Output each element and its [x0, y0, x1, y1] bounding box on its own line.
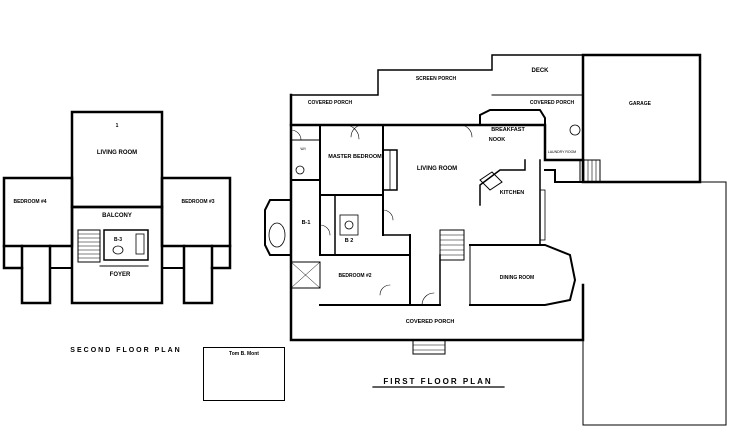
bath-b3-label: B-3	[114, 237, 122, 243]
laundry-label: LAUNDRY ROOM	[548, 150, 577, 154]
second-floor-living-room-label: LIVING ROOM	[97, 150, 137, 156]
balcony-label: BALCONY	[102, 213, 132, 219]
front-covered-porch-label: COVERED PORCH	[406, 319, 455, 325]
garage-label: GARAGE	[629, 101, 652, 107]
first-floor-title: FIRST FLOOR PLAN	[383, 377, 492, 386]
second-floor-walls	[2, 110, 232, 305]
second-floor-labels: 1 LIVING ROOM BEDROOM #4 BEDROOM #3 BALC…	[13, 123, 214, 278]
first-floor-labels: SCREEN PORCH DECK COVERED PORCH COVERED …	[300, 68, 651, 325]
b2-label: B 2	[345, 238, 354, 244]
bedroom-2-label: BEDROOM #2	[338, 273, 371, 279]
deck-label: DECK	[531, 68, 549, 74]
covered-porch-right-label: COVERED PORCH	[530, 100, 575, 106]
nook-label: NOOK	[489, 137, 506, 143]
first-floor-walls	[264, 53, 727, 426]
second-floor-room-1: 1	[116, 123, 119, 129]
screen-porch-label: SCREEN PORCH	[416, 76, 457, 82]
foyer-label: FOYER	[110, 272, 131, 278]
bedroom-3-label: BEDROOM #3	[181, 199, 214, 205]
wi-label: W/I	[300, 147, 305, 151]
living-room-label: LIVING ROOM	[417, 166, 457, 172]
master-bedroom-label: MASTER BEDROOM	[328, 154, 382, 160]
bedroom-4-label: BEDROOM #4	[13, 199, 46, 205]
b1-label: B-1	[302, 220, 311, 226]
title-block: Tom B. Mont	[203, 347, 285, 401]
dining-room-label: DINING ROOM	[500, 275, 534, 281]
breakfast-label: BREAKFAST	[491, 127, 525, 133]
kitchen-label: KITCHEN	[500, 190, 524, 196]
covered-porch-left-label: COVERED PORCH	[308, 100, 353, 106]
second-floor-title: SECOND FLOOR PLAN	[70, 347, 181, 354]
designer-name: Tom B. Mont	[229, 351, 259, 357]
